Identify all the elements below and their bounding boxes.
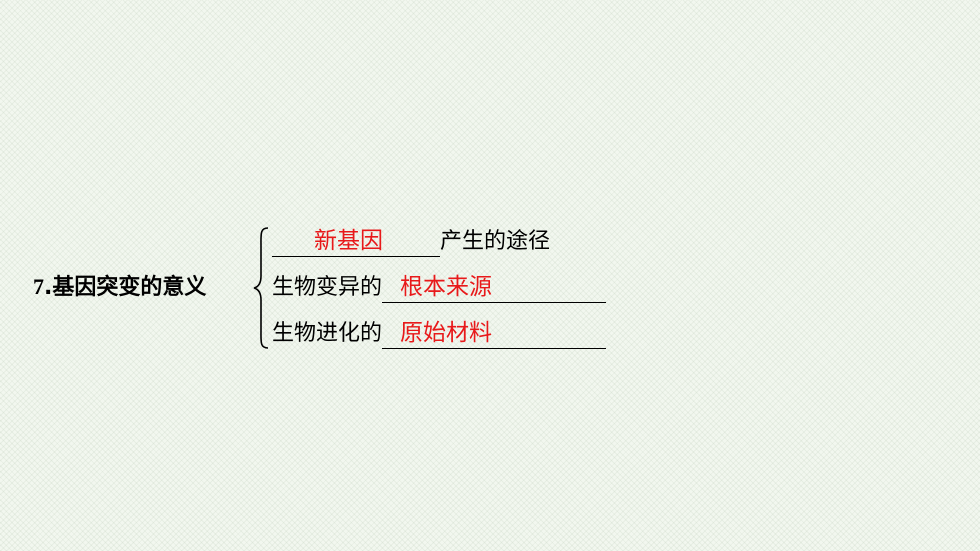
fill-blank-2: 根本来源 <box>382 272 607 303</box>
answer-2: 根本来源 <box>400 274 493 300</box>
fill-blank-1: 新基因 <box>272 226 440 257</box>
question-title: 基因突变的意义 <box>52 275 207 300</box>
curly-brace <box>253 227 269 349</box>
row-variation-source: 生物变异的 根本来源 <box>272 272 607 304</box>
row-new-gene-source: 新基因 产生的途径 <box>272 226 550 258</box>
answer-3: 原始材料 <box>400 320 493 346</box>
question-number-dot: . <box>44 275 53 300</box>
question-heading: 7.基因突变的意义 <box>33 270 206 304</box>
question-number: 7 <box>33 274 44 299</box>
row-2-prefix: 生物变异的 <box>272 275 383 300</box>
fill-blank-3: 原始材料 <box>382 318 607 349</box>
answer-1: 新基因 <box>314 228 383 254</box>
row-1-suffix: 产生的途径 <box>440 229 551 254</box>
row-evolution-material: 生物进化的 原始材料 <box>272 318 607 350</box>
row-3-prefix: 生物进化的 <box>272 321 383 346</box>
